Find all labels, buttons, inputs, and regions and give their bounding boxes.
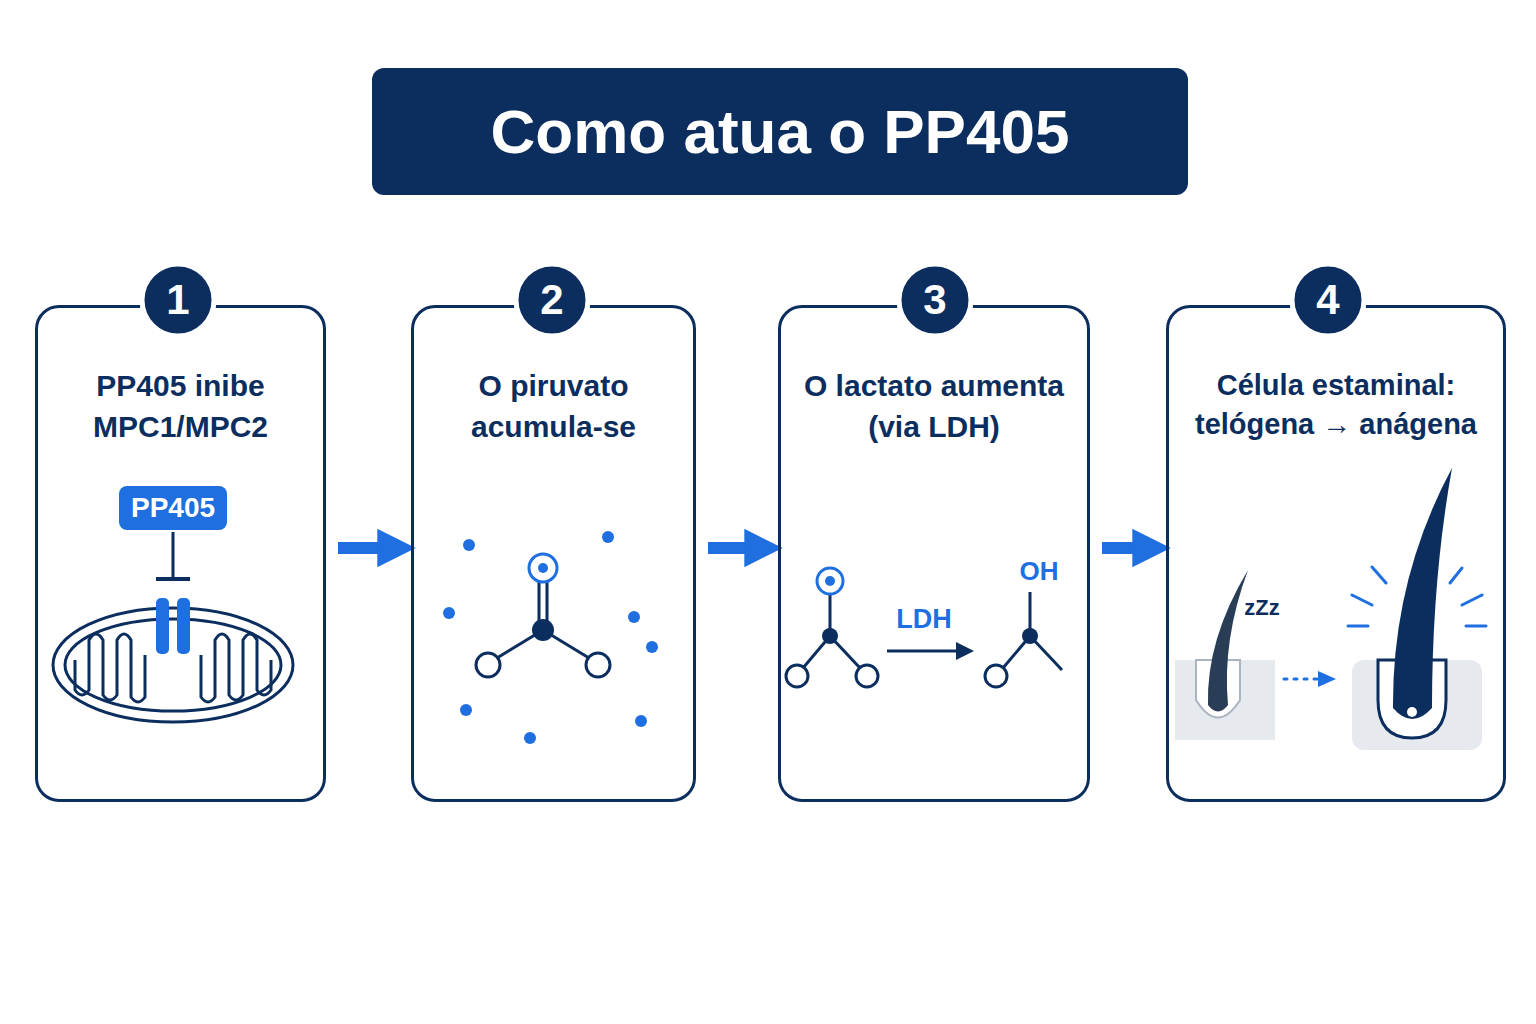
hair-follicles [1175,468,1486,750]
step-panel: Célula estaminal: telógena → anágena [1166,305,1506,802]
callout-number: 4 [1316,276,1339,324]
pyruvate-dots [443,531,658,744]
callout-number: 2 [540,276,563,324]
step-text: O piruvato acumula-se [424,366,683,447]
mpc-transporter [156,532,190,654]
title-banner: Como atua o PP405 [372,68,1188,195]
pyruvate-molecule [476,554,610,677]
callout-number: 1 [166,276,189,324]
step-text: Célula estaminal: telógena → anágena [1179,366,1493,444]
drug-name: PP405 [131,492,215,524]
step-panel: PP405 inibe MPC1/MPC2PP405 [35,305,326,802]
drug-chip: PP405 [119,486,227,530]
callout-number: 3 [923,276,946,324]
ldh-reaction [786,568,1062,687]
sleep-symbol: zZz [1244,595,1279,621]
step-panel: O piruvato acumula-se [411,305,696,802]
flow-arrow [338,542,385,554]
step-panel: O lactato aumenta (via LDH) [778,305,1090,802]
step-text: PP405 inibe MPC1/MPC2 [48,366,313,447]
hydroxyl-label: OH [1020,556,1059,587]
mitochondrion [53,608,293,722]
flow-arrow [708,542,752,554]
enzyme-label: LDH [896,604,952,635]
step-text: O lactato aumenta (via LDH) [791,366,1077,447]
flow-arrow [1102,542,1140,554]
